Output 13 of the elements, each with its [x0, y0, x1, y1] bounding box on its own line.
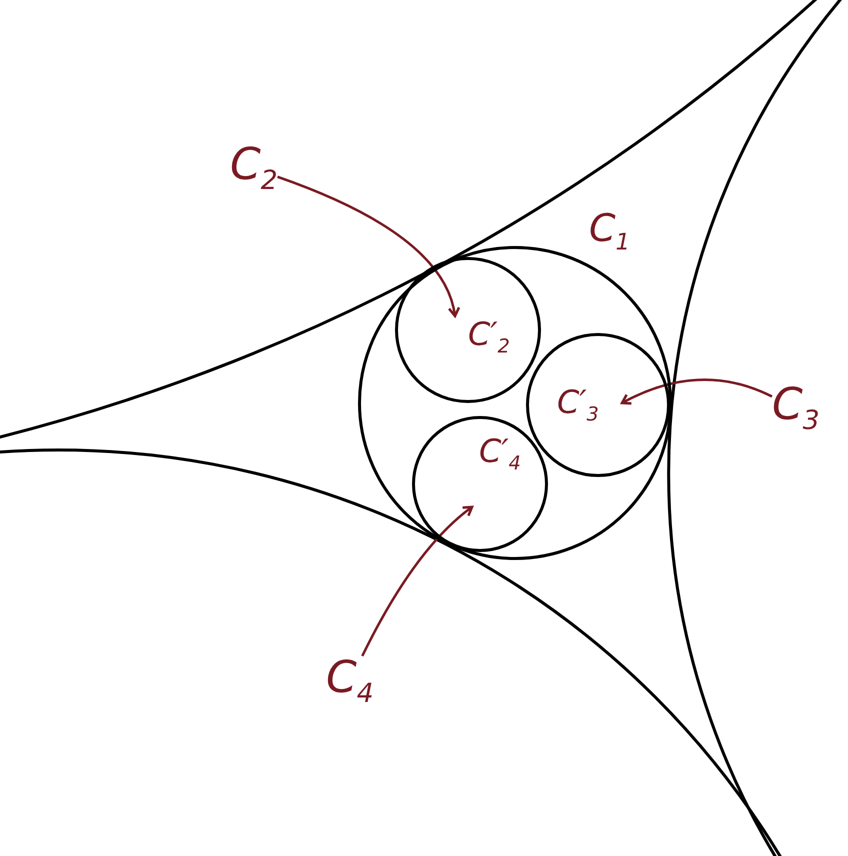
circle-label: C′$_{2}$: [468, 318, 510, 356]
circle-label: C$_{4}$: [326, 652, 374, 703]
curved-arrow: [361, 506, 474, 657]
circle-label: C$_{2}$: [230, 139, 278, 190]
circle-label: C$_{3}$: [772, 379, 820, 430]
circle: [412, 416, 548, 552]
curved-arrow: [620, 378, 773, 406]
circle-label: C′$_{4}$: [479, 435, 521, 473]
circle: [395, 257, 541, 403]
circle-label: C$_{1}$: [589, 209, 630, 254]
circle-label: C′$_{3}$: [557, 386, 599, 424]
curved-arrow: [277, 176, 460, 318]
circle: [526, 333, 670, 477]
